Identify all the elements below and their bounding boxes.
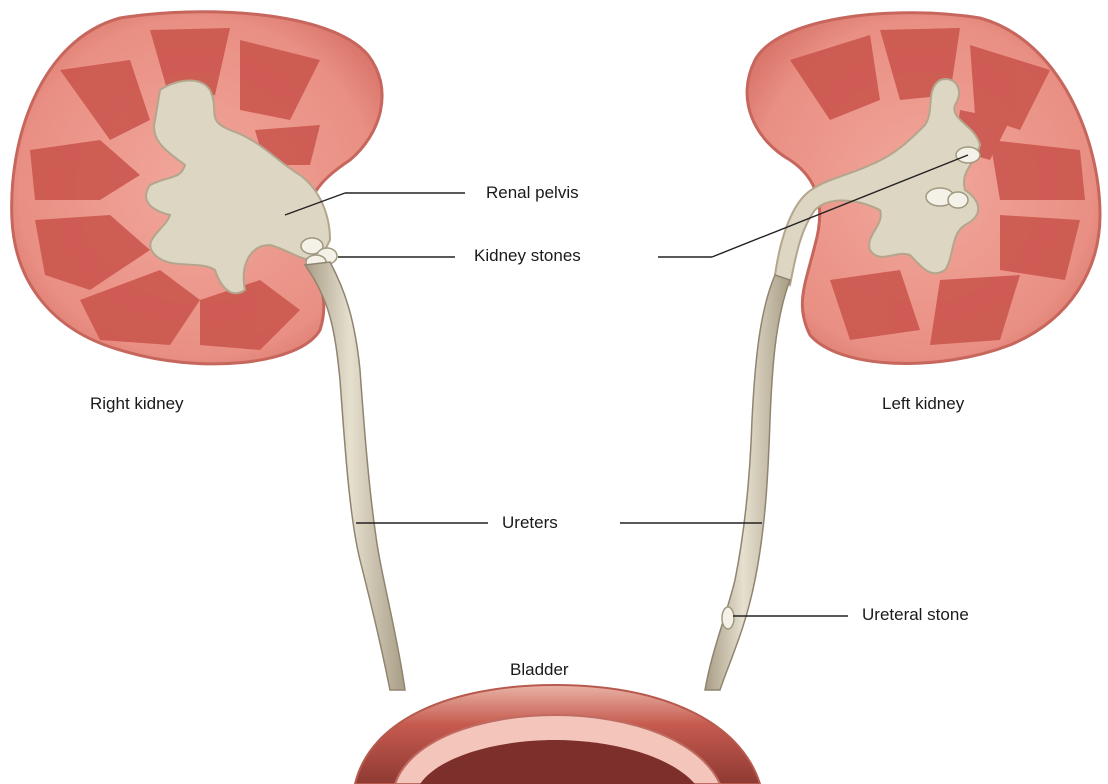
label-left-kidney: Left kidney	[882, 394, 964, 414]
label-ureters: Ureters	[502, 513, 558, 533]
left-kidney	[705, 13, 1100, 690]
label-bladder: Bladder	[510, 660, 569, 680]
label-ureteral-stone: Ureteral stone	[862, 605, 969, 625]
label-renal-pelvis: Renal pelvis	[486, 183, 579, 203]
bladder	[355, 685, 760, 784]
right-kidney	[12, 12, 405, 690]
left-ureter	[705, 275, 790, 690]
label-right-kidney: Right kidney	[90, 394, 184, 414]
label-kidney-stones: Kidney stones	[474, 246, 581, 266]
ureteral-stone	[722, 607, 734, 629]
